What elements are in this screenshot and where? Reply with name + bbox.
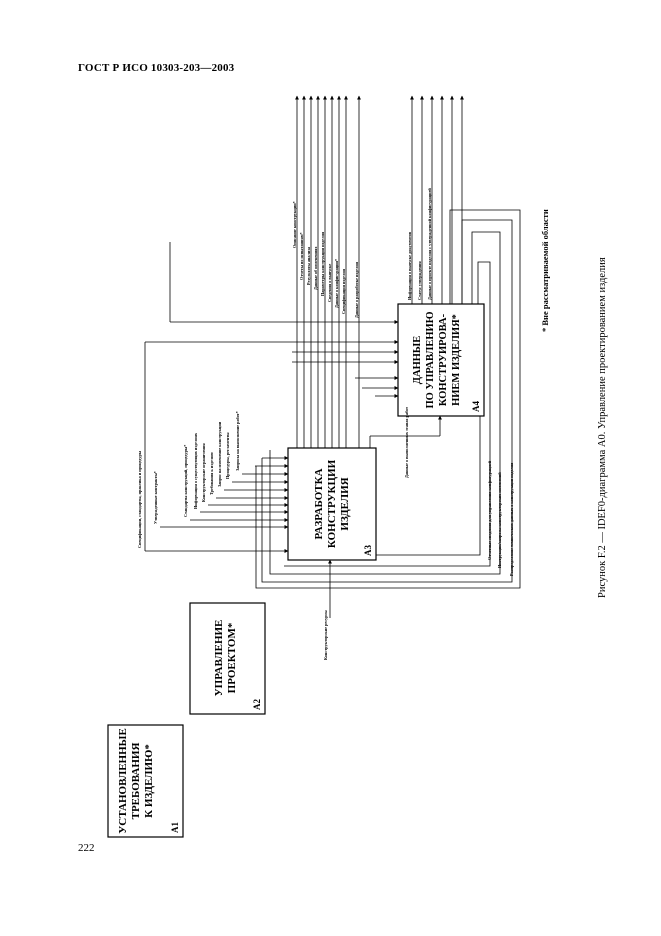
box-a3-line: РАЗРАБОТКА [313,468,325,539]
box-a4-line: КОНСТРУИРОВА- [438,313,449,406]
a4-data-label: Данные о выполненных этапах работ [404,407,409,478]
box-a4-line: ПО УПРАВЛЕНИЮ [425,311,436,408]
box-a3-id: A3 [363,545,373,556]
a3-control-label: Информация о существующих изделиях [193,432,198,509]
a3-control-arrows [145,456,289,553]
a3-control-label: Запросы на выполнение работ* [235,411,240,471]
a3-output-label: Данные о конфигурации* [334,259,339,308]
box-a1-id: A1 [170,822,180,833]
feedback-loops [255,209,521,589]
a3-control-label: Процедуры, регламенты [225,432,230,479]
page-number: 222 [78,842,95,854]
box-a1-line: УСТАНОВЛЕННЫЕ [117,728,129,834]
a4-output-label: Информация о выпуске документов [407,231,412,300]
a3-output-label: Сведения о выпуске [327,264,332,302]
box-a3-line: КОНСТРУКЦИИ [326,459,338,548]
box-a4: ДАННЫЕ ПО УПРАВЛЕНИЮ КОНСТРУИРОВА- НИЕМ … [397,303,485,417]
feedback-label: Распределение технических данных о конст… [509,462,514,576]
a3-mechanism-label: Конструкторские ресурсы [323,610,328,660]
a4-output-label: Статус утверждения [417,261,422,300]
a3-output-label: Спецификация изделия [341,268,346,314]
box-a4-line: НИЕМ ИЗДЕЛИЯ* [451,314,462,406]
box-a1-line: К ИЗДЕЛИЮ* [143,744,155,818]
a3-output-label: Результаты анализа [306,246,311,285]
box-a2-id: A2 [252,699,262,710]
a3-control-label: Запрос на изменение конструкции [217,421,222,487]
a3-output-arrows [295,95,361,448]
a3-control-label: Стандарты конструкций, процедуры* [183,445,188,517]
feedback-labels: Отчетные сведения для управления конфигу… [487,460,514,576]
a3-control-label: Спецификации, стандарты, практика и проц… [137,450,142,548]
box-a2: УПРАВЛЕНИЕ ПРОЕКТОМ* A2 [189,602,266,715]
box-a4-id: A4 [471,401,481,412]
footnote: * Вне рассматриваемой области [540,209,550,332]
box-a3-line: ИЗДЕЛИЯ [339,477,351,530]
a3-control-label: Требования к изделию [209,451,214,495]
a3-control-labels: Спецификации, стандарты, практика и проц… [137,411,240,548]
box-a2-line: ПРОЕКТОМ* [226,622,238,693]
a3-output-label: Параметры конструкции изделия [320,231,325,296]
feedback-label: Инструкции/запросы конструкторских измен… [497,472,502,568]
a4-input-arrows [144,242,442,551]
a3-output-label: Описание конструкции* [292,201,297,248]
feedback-label: Отчетные сведения для управления конфигу… [487,460,492,560]
a3-control-label: Конструкторские ограничения [201,443,206,502]
box-a2-line: УПРАВЛЕНИЕ [213,620,225,697]
box-a3: РАЗРАБОТКА КОНСТРУКЦИИ ИЗДЕЛИЯ A3 [287,447,377,561]
a3-output-label: Отчеты по испытаниям* [299,232,304,280]
a3-output-label: Данные о разработке изделия [354,261,359,318]
box-a1-line: ТРЕБОВАНИЯ [130,743,142,820]
a4-output-label: Данные о проекте изделия с утвержденной … [427,188,432,300]
a3-control-label: Утвержденные контракты* [153,471,158,524]
box-a1: УСТАНОВЛЕННЫЕ ТРЕБОВАНИЯ К ИЗДЕЛИЮ* A1 [107,724,184,838]
standard-header: ГОСТ Р ИСО 10303-203—2003 [78,62,235,74]
a4-output-labels: Информация о выпуске документов Статус у… [407,188,432,300]
a3-output-label: Данные об изменениях [313,246,318,290]
svg-text:Данные о выполненных этапах ра: Данные о выполненных этапах работ [404,407,409,478]
a3-output-labels: Описание конструкции* Отчеты по испытани… [292,201,359,318]
box-a4-line: ДАННЫЕ [412,336,423,384]
